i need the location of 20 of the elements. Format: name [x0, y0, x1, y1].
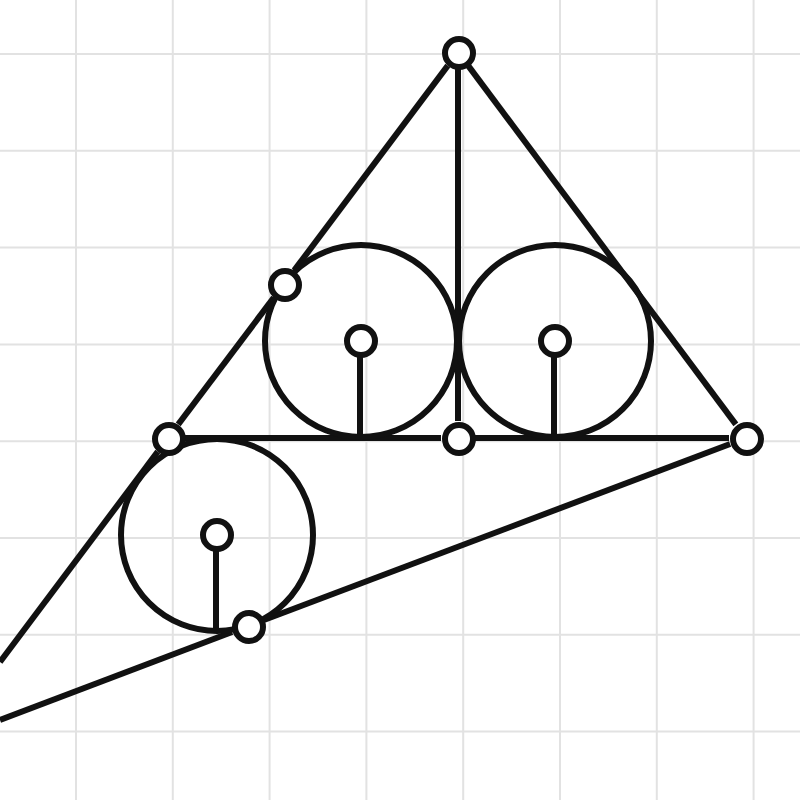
line-segment [0, 629, 234, 723]
point-marker [441, 35, 475, 69]
line-segment [455, 69, 461, 421]
radius-line [213, 551, 219, 630]
line-segment [0, 449, 161, 664]
point-marker [199, 517, 233, 551]
point-marker [231, 609, 265, 643]
line-segment [475, 435, 729, 441]
line-segment [465, 63, 739, 427]
point-marker [151, 421, 185, 455]
line-segment [185, 435, 441, 441]
line-segment [291, 63, 451, 273]
line-segment [262, 441, 732, 623]
radius-line [357, 357, 363, 436]
point-marker [343, 323, 377, 357]
point-marker [729, 421, 763, 455]
radius-line [551, 357, 557, 436]
point-marker [441, 421, 475, 455]
line-segment [175, 295, 277, 427]
point-marker [537, 323, 571, 357]
